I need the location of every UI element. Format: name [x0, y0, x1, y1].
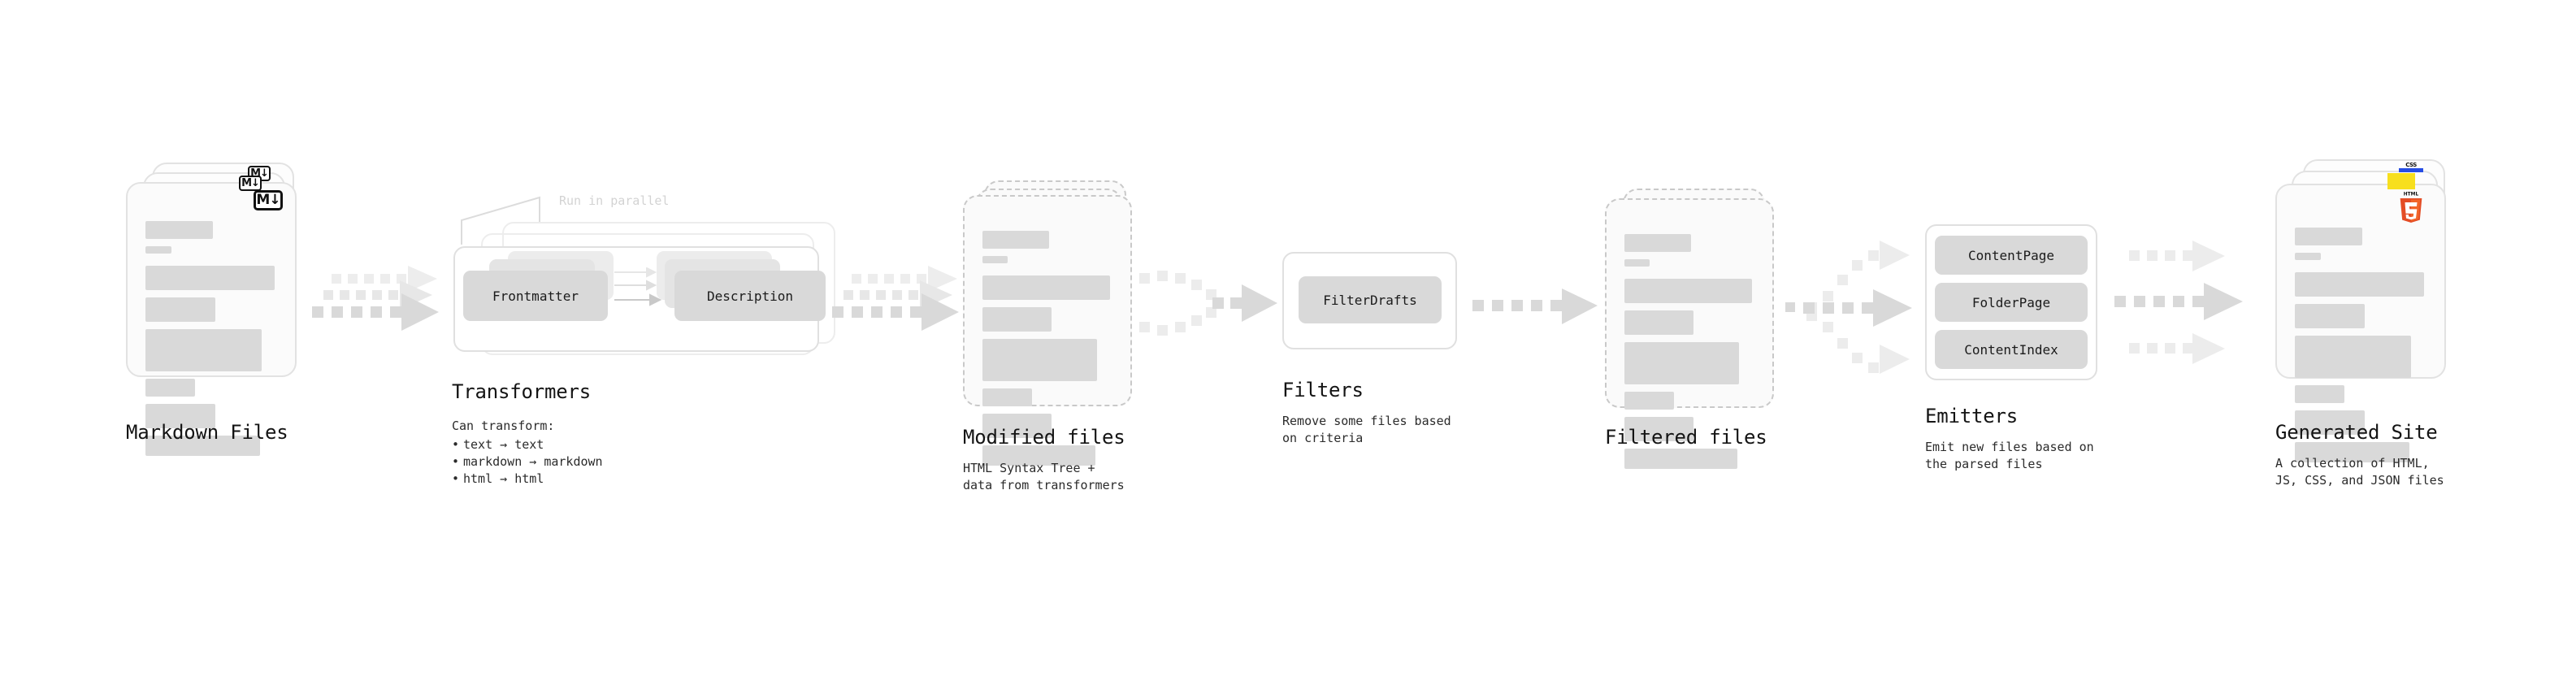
list-item: html → html: [452, 471, 603, 488]
css-icon-bar: [2399, 168, 2423, 172]
js-icon: [2387, 173, 2415, 189]
skeleton-line: [982, 275, 1111, 300]
transformer-chip-frontmatter[interactable]: Frontmatter: [463, 271, 608, 321]
transformer-chip-description[interactable]: Description: [674, 271, 826, 321]
arrow-modified-to-filters: [1138, 268, 1284, 341]
skeleton-line: [1624, 234, 1691, 252]
skeleton-line: [982, 307, 1052, 332]
run-in-parallel-label: Run in parallel: [559, 193, 670, 208]
skeleton-line: [2295, 253, 2321, 260]
css-icon-label: CSS: [2405, 162, 2417, 168]
transformers-capabilities: Can transform: text → text markdown → ma…: [452, 418, 603, 488]
arrow-emitters-to-site: [2113, 229, 2259, 375]
skeleton-line: [2295, 228, 2362, 245]
skeleton-line: [145, 436, 261, 456]
skeleton-line: [1624, 392, 1674, 410]
skeleton-line: [982, 445, 1096, 466]
arrow-transformers-to-modified: [829, 264, 963, 341]
stage-title-modified-files: Modified files: [963, 426, 1125, 449]
stage-title-generated-site: Generated Site: [2275, 421, 2438, 444]
skeleton-line: [982, 388, 1032, 406]
html5-icon: HTML: [2397, 190, 2425, 223]
modified-files-card-stack: [963, 180, 1138, 466]
filtered-card-front: [1605, 198, 1774, 469]
skeleton-line: [1624, 342, 1740, 384]
site-card-skeleton: [2295, 228, 2430, 470]
svg-text:HTML: HTML: [2404, 193, 2419, 197]
stage-desc-emitters: Emit new files based on the parsed files: [1925, 440, 2094, 471]
stage-title-filters: Filters: [1282, 379, 1364, 401]
stage-desc-filters: Remove some files based on criteria: [1282, 414, 1451, 445]
stage-title-transformers: Transformers: [452, 380, 591, 403]
skeleton-line: [982, 414, 1052, 438]
run-in-parallel-bracket: [461, 196, 540, 245]
stage-desc-modified-files: HTML Syntax Tree + data from transformer…: [963, 461, 1125, 492]
skeleton-line: [1624, 259, 1650, 267]
arrow-markdown-to-transformers: [309, 264, 443, 341]
stage-title-emitters: Emitters: [1925, 405, 2018, 427]
stage-title-markdown-files: Markdown Files: [126, 421, 288, 444]
skeleton-line: [2295, 336, 2411, 378]
skeleton-line: [1624, 417, 1694, 441]
modified-card-front: [963, 195, 1132, 466]
skeleton-line: [2295, 410, 2366, 435]
list-item: markdown → markdown: [452, 453, 603, 471]
filtered-card-skeleton: [1624, 234, 1758, 476]
emitter-chip-contentpage[interactable]: ContentPage: [1935, 236, 2088, 275]
skeleton-line: [145, 379, 196, 397]
markdown-files-card-stack: M↓ M↓ M↓: [126, 163, 301, 456]
transformers-bullet-list: text → text markdown → markdown html → h…: [452, 436, 603, 488]
arrow-filters-to-filtered: [1471, 288, 1601, 333]
stage-desc-generated-site: A collection of HTML, JS, CSS, and JSON …: [2275, 456, 2444, 488]
modified-card-skeleton: [982, 231, 1116, 473]
skeleton-line: [2295, 304, 2366, 328]
skeleton-line: [145, 297, 216, 322]
transformers-intro: Can transform:: [452, 419, 555, 433]
skeleton-line: [982, 339, 1098, 381]
markdown-card-front: [126, 182, 297, 456]
skeleton-line: [145, 221, 213, 239]
skeleton-line: [145, 329, 262, 371]
css-icon: CSS: [2399, 162, 2423, 172]
markdown-icon: M↓: [239, 176, 262, 191]
transformer-inner-arrows: [614, 267, 662, 306]
markdown-card-skeleton: [145, 221, 280, 463]
filtered-files-card-stack: [1605, 189, 1780, 469]
skeleton-line: [145, 246, 171, 254]
markdown-icon: M↓: [254, 190, 283, 210]
emitter-chip-folderpage[interactable]: FolderPage: [1935, 283, 2088, 322]
transformers-group: Run in parallel Frontmatter Description: [439, 183, 845, 370]
generated-site-card-stack: CSS HTML: [2275, 159, 2462, 462]
skeleton-line: [2295, 385, 2345, 403]
skeleton-line: [982, 231, 1049, 249]
filter-chip-filterdrafts[interactable]: FilterDrafts: [1299, 276, 1442, 323]
skeleton-line: [1624, 449, 1738, 469]
skeleton-line: [145, 404, 216, 428]
skeleton-line: [1624, 310, 1694, 335]
list-item: text → text: [452, 436, 603, 453]
skeleton-line: [982, 256, 1008, 263]
skeleton-line: [2295, 272, 2425, 297]
skeleton-line: [1624, 279, 1753, 303]
skeleton-line: [145, 266, 275, 290]
emitter-chip-contentindex[interactable]: ContentIndex: [1935, 330, 2088, 369]
arrow-filtered-to-emitters: [1784, 226, 1930, 388]
stage-title-filtered-files: Filtered files: [1605, 426, 1767, 449]
skeleton-line: [2295, 442, 2410, 462]
